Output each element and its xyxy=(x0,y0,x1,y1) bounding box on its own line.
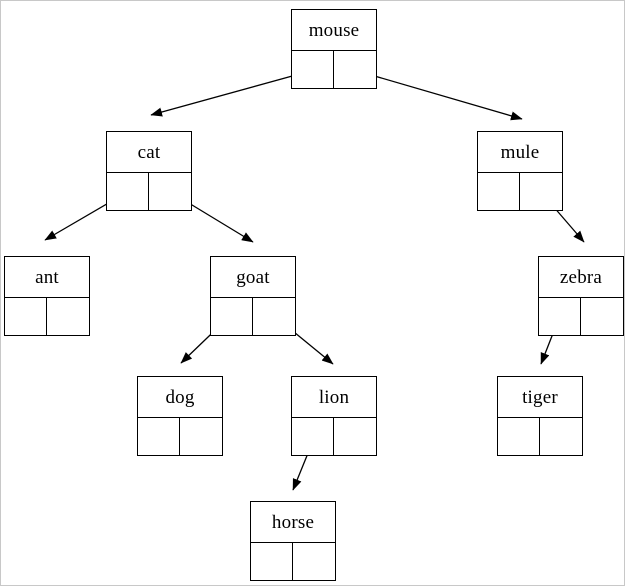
node-pointer-cells-mouse xyxy=(292,51,376,88)
node-right-pointer-mule[interactable] xyxy=(520,173,562,210)
tree-node-goat[interactable]: goat xyxy=(210,256,296,336)
tree-node-lion[interactable]: lion xyxy=(291,376,377,456)
node-left-pointer-lion[interactable] xyxy=(292,418,334,455)
node-left-pointer-mule[interactable] xyxy=(478,173,520,210)
node-pointer-cells-cat xyxy=(107,173,191,210)
node-right-pointer-dog[interactable] xyxy=(180,418,222,455)
node-pointer-cells-goat xyxy=(211,298,295,335)
node-label-goat: goat xyxy=(211,257,295,298)
node-label-mule: mule xyxy=(478,132,562,173)
node-right-pointer-ant[interactable] xyxy=(47,298,89,335)
tree-node-horse[interactable]: horse xyxy=(250,501,336,581)
node-pointer-cells-zebra xyxy=(539,298,623,335)
node-right-pointer-horse[interactable] xyxy=(293,543,335,580)
node-left-pointer-horse[interactable] xyxy=(251,543,293,580)
tree-node-mouse[interactable]: mouse xyxy=(291,9,377,89)
tree-node-zebra[interactable]: zebra xyxy=(538,256,624,336)
node-label-lion: lion xyxy=(292,377,376,418)
node-left-pointer-mouse[interactable] xyxy=(292,51,334,88)
tree-node-mule[interactable]: mule xyxy=(477,131,563,211)
node-label-dog: dog xyxy=(138,377,222,418)
node-label-cat: cat xyxy=(107,132,191,173)
node-left-pointer-ant[interactable] xyxy=(5,298,47,335)
tree-node-cat[interactable]: cat xyxy=(106,131,192,211)
tree-node-dog[interactable]: dog xyxy=(137,376,223,456)
node-pointer-cells-lion xyxy=(292,418,376,455)
node-left-pointer-cat[interactable] xyxy=(107,173,149,210)
node-right-pointer-lion[interactable] xyxy=(334,418,376,455)
tree-edge-mouse-left-cat xyxy=(150,69,315,117)
node-label-tiger: tiger xyxy=(498,377,582,418)
node-pointer-cells-horse xyxy=(251,543,335,580)
node-pointer-cells-dog xyxy=(138,418,222,455)
node-left-pointer-zebra[interactable] xyxy=(539,298,581,335)
node-right-pointer-goat[interactable] xyxy=(253,298,295,335)
node-pointer-cells-mule xyxy=(478,173,562,210)
node-pointer-cells-ant xyxy=(5,298,89,335)
node-right-pointer-cat[interactable] xyxy=(149,173,191,210)
node-right-pointer-zebra[interactable] xyxy=(581,298,623,335)
node-label-zebra: zebra xyxy=(539,257,623,298)
node-right-pointer-mouse[interactable] xyxy=(334,51,376,88)
node-left-pointer-tiger[interactable] xyxy=(498,418,540,455)
node-label-mouse: mouse xyxy=(292,10,376,51)
node-left-pointer-goat[interactable] xyxy=(211,298,253,335)
node-right-pointer-tiger[interactable] xyxy=(540,418,582,455)
node-left-pointer-dog[interactable] xyxy=(138,418,180,455)
tree-node-ant[interactable]: ant xyxy=(4,256,90,336)
node-label-horse: horse xyxy=(251,502,335,543)
node-label-ant: ant xyxy=(5,257,89,298)
node-pointer-cells-tiger xyxy=(498,418,582,455)
tree-edge-mouse-right-mule xyxy=(353,69,523,121)
tree-node-tiger[interactable]: tiger xyxy=(497,376,583,456)
